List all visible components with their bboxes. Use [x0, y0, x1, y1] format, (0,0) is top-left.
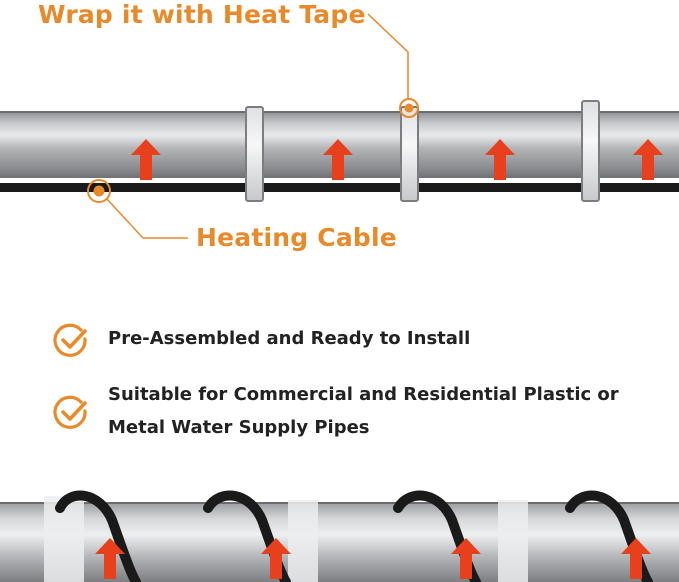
heat-tape-callout-line — [367, 13, 419, 118]
heating-cable-callout-line — [87, 179, 188, 239]
feature-text: Suitable for Commercial and Residential … — [108, 384, 619, 438]
heat-tape-band — [581, 100, 600, 202]
heat-tape-band — [400, 106, 419, 202]
heat-tape-label: Wrap it with Heat Tape — [38, 0, 366, 29]
feature-item: Suitable for Commercial and Residential … — [52, 378, 668, 444]
feature-text: Pre-Assembled and Ready to Install — [108, 328, 471, 349]
top-pipe — [0, 100, 679, 202]
heat-tape-band — [245, 106, 264, 202]
check-circle-icon — [53, 395, 87, 429]
check-circle-icon — [53, 323, 87, 357]
heating-cable — [0, 183, 679, 192]
bottom-pipe — [0, 490, 679, 582]
heating-cable-label: Heating Cable — [196, 223, 397, 252]
feature-item: Pre-Assembled and Ready to Install — [52, 322, 668, 360]
